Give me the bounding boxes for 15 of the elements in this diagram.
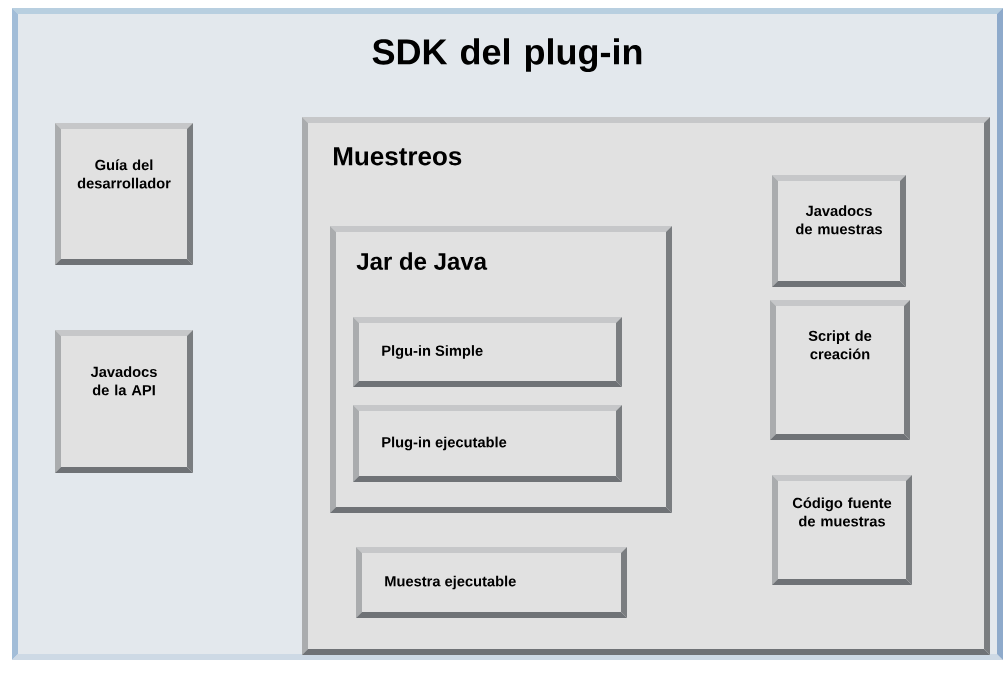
node-label: Código fuente de muestras xyxy=(792,497,892,527)
node-label: Javadocs de muestras xyxy=(796,205,882,235)
node-label: Muestra ejecutable xyxy=(385,575,516,590)
text-box: Plgu-in Simple xyxy=(353,317,622,387)
text-box: Script de creación xyxy=(770,300,910,440)
text-box: Código fuente de muestras xyxy=(772,475,912,585)
text-box: Javadocs de muestras xyxy=(772,175,906,287)
text-box: Muestra ejecutable xyxy=(356,547,627,618)
text-box: Guía del desarrollador xyxy=(55,123,193,265)
text-box: Plug-in ejecutable xyxy=(353,405,622,482)
node-label: Script de creación xyxy=(808,330,872,360)
node-label: Jar de Java xyxy=(356,252,488,270)
node-label: Plgu-in Simple xyxy=(382,345,483,359)
text-box: Javadocs de la API xyxy=(55,330,193,473)
node-label: Plug-in ejecutable xyxy=(382,436,507,451)
